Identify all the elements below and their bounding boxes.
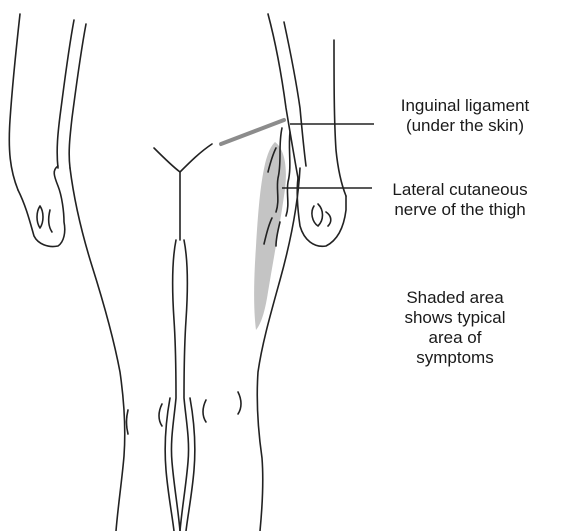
shaded-area-note-line-1: Shaded area (390, 288, 520, 308)
left-arm-inner-2 (69, 24, 86, 168)
shaded-area-note-line-3: area of (390, 328, 520, 348)
left-hand-finger (37, 206, 43, 228)
inguinal-ligament-label: Inguinal ligament (under the skin) (372, 96, 558, 136)
inner-thigh-right (180, 240, 189, 531)
left-hand (18, 166, 65, 247)
left-thigh-outer (70, 168, 125, 531)
inner-thigh-left (171, 240, 180, 531)
shaded-area-note: Shaded area shows typical area of sympto… (390, 288, 520, 368)
inguinal-ligament-line (221, 120, 284, 144)
right-arm-inner-1 (284, 22, 306, 166)
inguinal-ligament-label-line-2: (under the skin) (372, 116, 558, 136)
left-arm-inner-1 (57, 20, 74, 168)
shaded-symptom-area (254, 142, 286, 330)
lateral-nerve-label: Lateral cutaneous nerve of the thigh (360, 180, 560, 220)
right-hand-finger (312, 204, 323, 226)
inguinal-ligament-label-line-1: Inguinal ligament (372, 96, 558, 116)
left-hand-thumb (49, 210, 52, 232)
knee-mark-1 (127, 410, 129, 434)
knee-mark-4 (238, 392, 241, 414)
shaded-area-note-line-4: symptoms (390, 348, 520, 368)
knee-mark-2 (159, 404, 162, 426)
right-arm-inner-2 (334, 40, 346, 196)
left-arm-outer (9, 14, 20, 190)
knee-mark-3 (203, 400, 206, 422)
right-hand-thumb (326, 212, 331, 226)
lateral-nerve-label-line-2: nerve of the thigh (360, 200, 560, 220)
shaded-area-note-line-2: shows typical (390, 308, 520, 328)
nerve-branch-2 (286, 132, 290, 216)
groin-crease (154, 144, 212, 172)
lateral-nerve-label-line-1: Lateral cutaneous (360, 180, 560, 200)
